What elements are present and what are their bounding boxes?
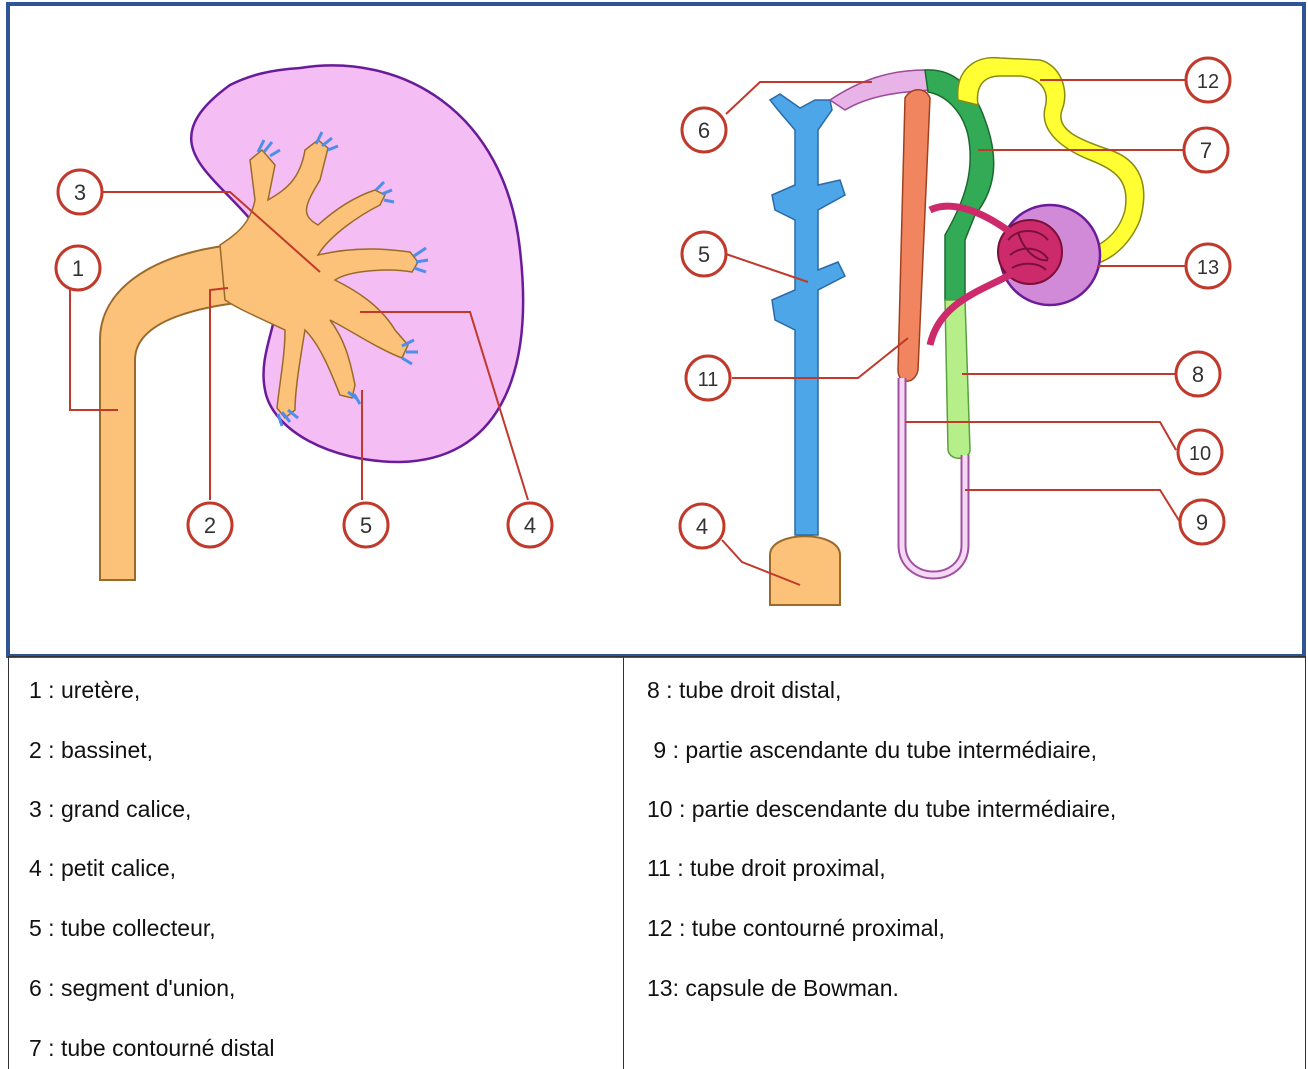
legend-item-3: 3 : grand calice, [29, 796, 191, 823]
callout-6: 6 [682, 108, 726, 152]
svg-text:3: 3 [74, 180, 86, 205]
svg-text:9: 9 [1196, 510, 1208, 535]
legend-item-13: 13: capsule de Bowman. [647, 975, 899, 1002]
callout-4: 4 [508, 503, 552, 547]
svg-text:5: 5 [698, 242, 710, 267]
callout-13: 13 [1186, 244, 1230, 288]
callout-7: 7 [1184, 128, 1228, 172]
svg-text:4: 4 [524, 513, 536, 538]
callout-10: 10 [1178, 430, 1222, 474]
svg-text:7: 7 [1200, 138, 1212, 163]
callout-12: 12 [1186, 58, 1230, 102]
svg-text:1: 1 [72, 256, 84, 281]
papilla [770, 536, 840, 605]
svg-text:10: 10 [1189, 443, 1211, 465]
svg-text:12: 12 [1197, 71, 1219, 93]
callout-9: 9 [1180, 500, 1224, 544]
legend-item-11: 11 : tube droit proximal, [647, 855, 886, 882]
callout-5-nephron: 5 [682, 232, 726, 276]
legend-item-10: 10 : partie descendante du tube interméd… [647, 796, 1116, 823]
callout-11: 11 [686, 356, 730, 400]
callout-4-nephron: 4 [680, 504, 724, 548]
legend-item-12: 12 : tube contourné proximal, [647, 915, 945, 942]
svg-text:6: 6 [698, 118, 710, 143]
figure-frame [8, 4, 1304, 656]
svg-text:5: 5 [360, 513, 372, 538]
legend-item-8: 8 : tube droit distal, [647, 677, 841, 704]
legend-item-2: 2 : bassinet, [29, 737, 153, 764]
legend-divider [623, 657, 624, 1069]
callout-5: 5 [344, 503, 388, 547]
svg-text:4: 4 [696, 514, 708, 539]
legend-item-5: 5 : tube collecteur, [29, 915, 216, 942]
legend-table: 1 : uretère, 2 : bassinet, 3 : grand cal… [8, 656, 1306, 1069]
kidney-nephron-figure: 3 1 2 5 4 [0, 0, 1308, 660]
svg-text:13: 13 [1197, 257, 1219, 279]
callout-8: 8 [1176, 352, 1220, 396]
distal-straight-lower [945, 300, 970, 458]
legend-item-9: 9 : partie ascendante du tube intermédia… [647, 737, 1097, 764]
legend-item-1: 1 : uretère, [29, 677, 140, 704]
callout-2: 2 [188, 503, 232, 547]
legend-item-4: 4 : petit calice, [29, 855, 176, 882]
callout-1: 1 [56, 246, 100, 290]
svg-text:8: 8 [1192, 362, 1204, 387]
svg-text:11: 11 [698, 369, 719, 391]
legend-item-7: 7 : tube contourné distal [29, 1035, 275, 1062]
legend-item-6: 6 : segment d'union, [29, 975, 235, 1002]
svg-text:2: 2 [204, 513, 216, 538]
callout-3: 3 [58, 170, 102, 214]
